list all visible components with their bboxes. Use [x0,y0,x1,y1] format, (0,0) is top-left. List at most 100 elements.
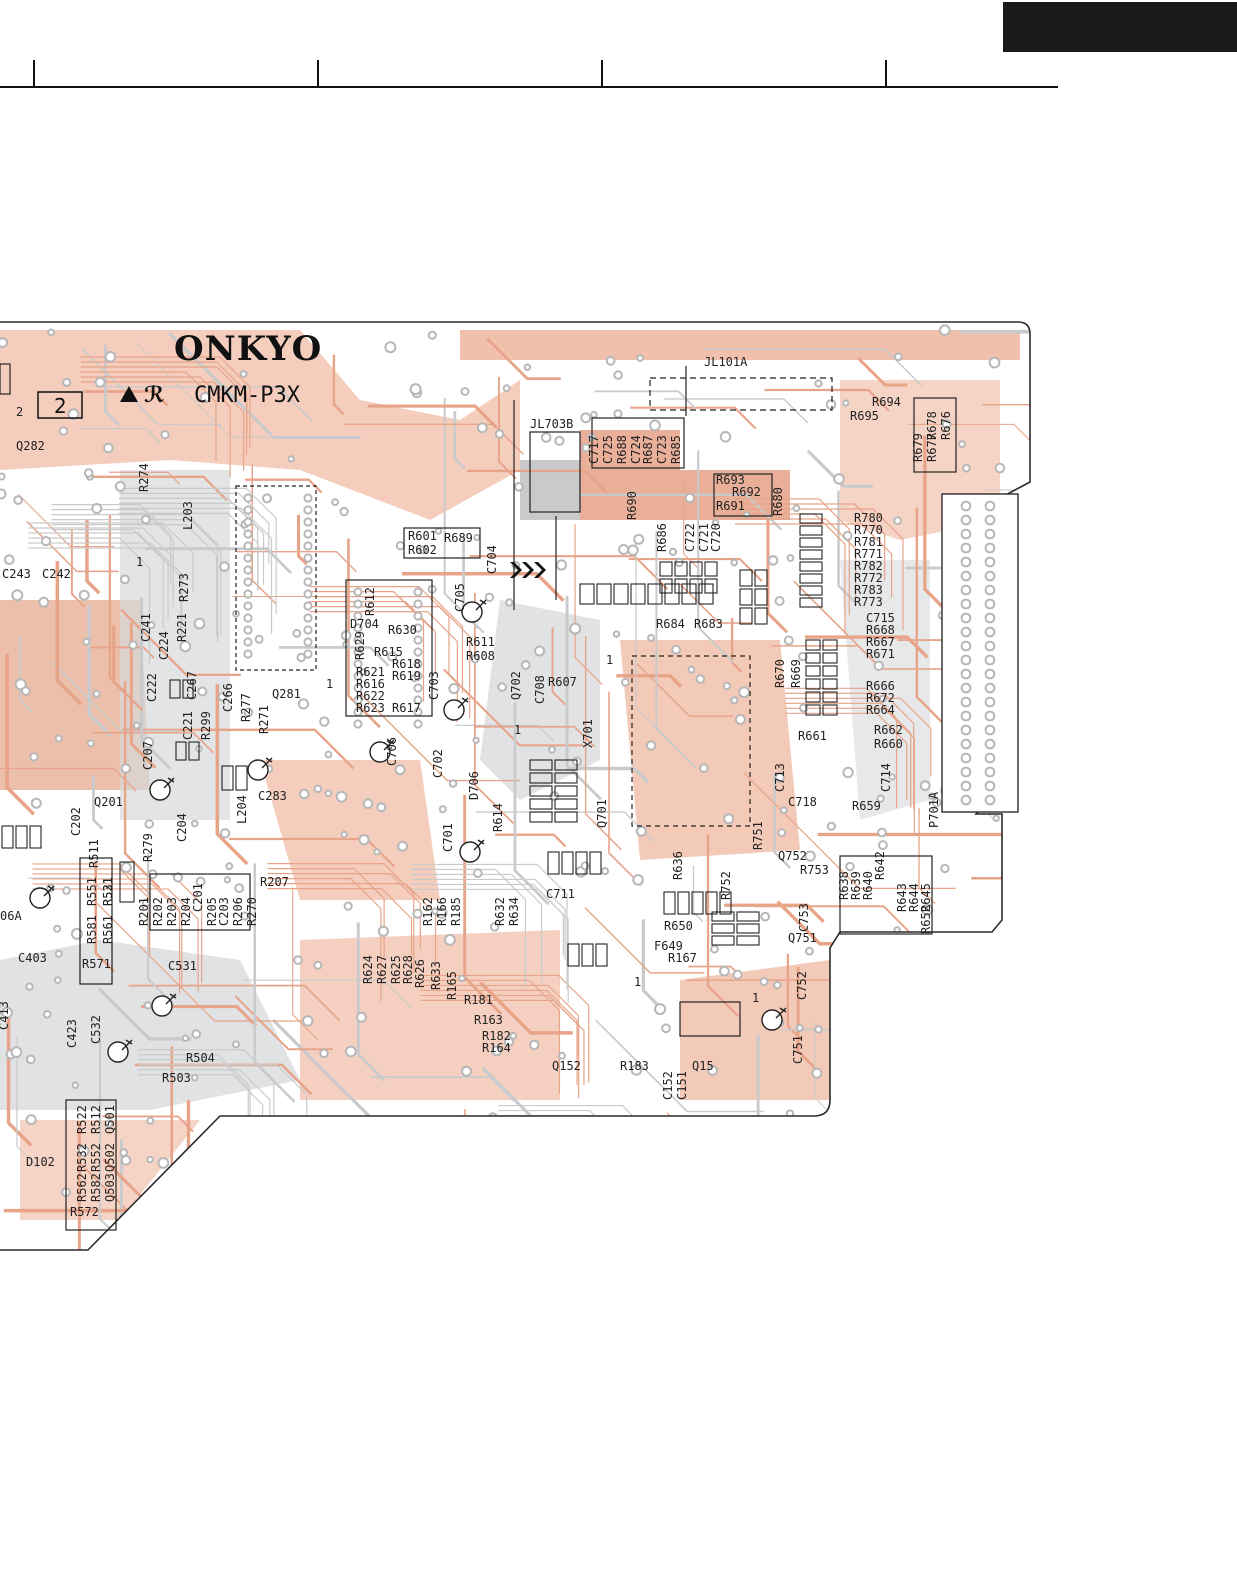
component-label: R782 [854,559,883,573]
component-label: Q282 [16,439,45,453]
component-label: R685 [669,435,683,464]
component-label: R667 [866,635,895,649]
component-label: R511 [87,839,101,868]
component-label: R623 [356,701,385,715]
component-label: JL703B [530,417,573,431]
component-label: R683 [694,617,723,631]
component-label: R571 [82,957,111,971]
component-label: R617 [392,701,421,715]
component-label: R166 [435,897,449,926]
component-label: R678 [925,411,939,440]
component-label: C204 [175,813,189,842]
component-label: R632 [493,897,507,926]
component-label: C751 [791,1035,805,1064]
component-label: D704 [350,617,379,631]
component-label: R552 [89,1143,103,1172]
component-label: C718 [788,795,817,809]
component-label: Q751 [788,931,817,945]
component-label: C423 [65,1019,79,1048]
ul-mark: ℛ [120,383,165,408]
component-label: R695 [850,409,879,423]
component-label: R672 [866,691,895,705]
component-label: R561 [101,915,115,944]
component-label: R611 [466,635,495,649]
component-label: C202 [69,807,83,836]
component-label: C403 [18,951,47,965]
component-label: R753 [800,863,829,877]
component-label: R182 [482,1029,511,1043]
component-label: R677 [925,433,939,462]
component-label: Q281 [272,687,301,701]
component-label: R629 [353,631,367,660]
component-label: R201 [137,897,151,926]
component-label: Q701 [595,799,609,828]
chevron-marks [510,562,546,578]
component-label: R636 [671,851,685,880]
component-label: Q152 [552,1059,581,1073]
component-label: R645 [919,883,933,912]
component-label: R616 [356,677,385,691]
connector-p701a [941,493,1019,813]
component-label: R183 [620,1059,649,1073]
pin-marker: 1 [514,723,521,737]
component-label: R692 [732,485,761,499]
header-tab [1003,2,1237,52]
component-label: R273 [177,573,191,602]
component-label: R601 [408,529,437,543]
component-label: R532 [75,1143,89,1172]
component-label: C531 [168,959,197,973]
component-label: JL101A [704,355,748,369]
component-label: C201 [191,883,205,912]
component-label: R652 [919,905,933,934]
component-label: C222 [145,673,159,702]
component-label: Q702 [509,671,523,700]
component-label: R662 [874,723,903,737]
component-label: R639 [849,871,863,900]
component-label: R626 [413,959,427,988]
component-label: R165 [445,971,459,1000]
component-label: R633 [429,961,443,990]
component-label: R277 [239,693,253,722]
component-label: C704 [485,545,499,574]
component-label: R522 [75,1105,89,1134]
component-label: Q15 [692,1059,714,1073]
component-label: R619 [392,669,421,683]
component-label: R780 [854,511,883,525]
component-label: C725 [601,435,615,464]
component-label: R693 [716,473,745,487]
component-label: R643 [895,883,909,912]
component-label: R164 [482,1041,511,1055]
component-label: R270 [245,897,259,926]
component-label: R503 [162,1071,191,1085]
component-label: R773 [854,595,883,609]
component-label: C705 [453,583,467,612]
component-label: R689 [444,531,473,545]
svg-text:ℛ: ℛ [144,383,165,408]
component-label: C753 [797,903,811,932]
component-label: R664 [866,703,895,717]
component-label: R614 [491,803,505,832]
component-label: R615 [374,645,403,659]
component-label: R572 [70,1205,99,1219]
component-label: R642 [873,851,887,880]
component-label: P701A [927,791,941,828]
component-label: R204 [179,897,193,926]
component-label: Q752 [778,849,807,863]
component-label: R206 [231,897,245,926]
component-label: R686 [655,523,669,552]
component-label: R781 [854,535,883,549]
component-label: C152 [661,1071,675,1100]
component-label: C283 [258,789,287,803]
component-label: R581 [85,915,99,944]
component-label: C701 [441,823,455,852]
component-label: R203 [165,897,179,926]
component-label: C722 [683,523,697,552]
component-label: C714 [879,763,893,792]
component-label: R751 [751,821,765,850]
component-label: R621 [356,665,385,679]
component-label: R608 [466,649,495,663]
component-label: C708 [533,675,547,704]
component-label: R772 [854,571,883,585]
component-label: R167 [668,951,697,965]
